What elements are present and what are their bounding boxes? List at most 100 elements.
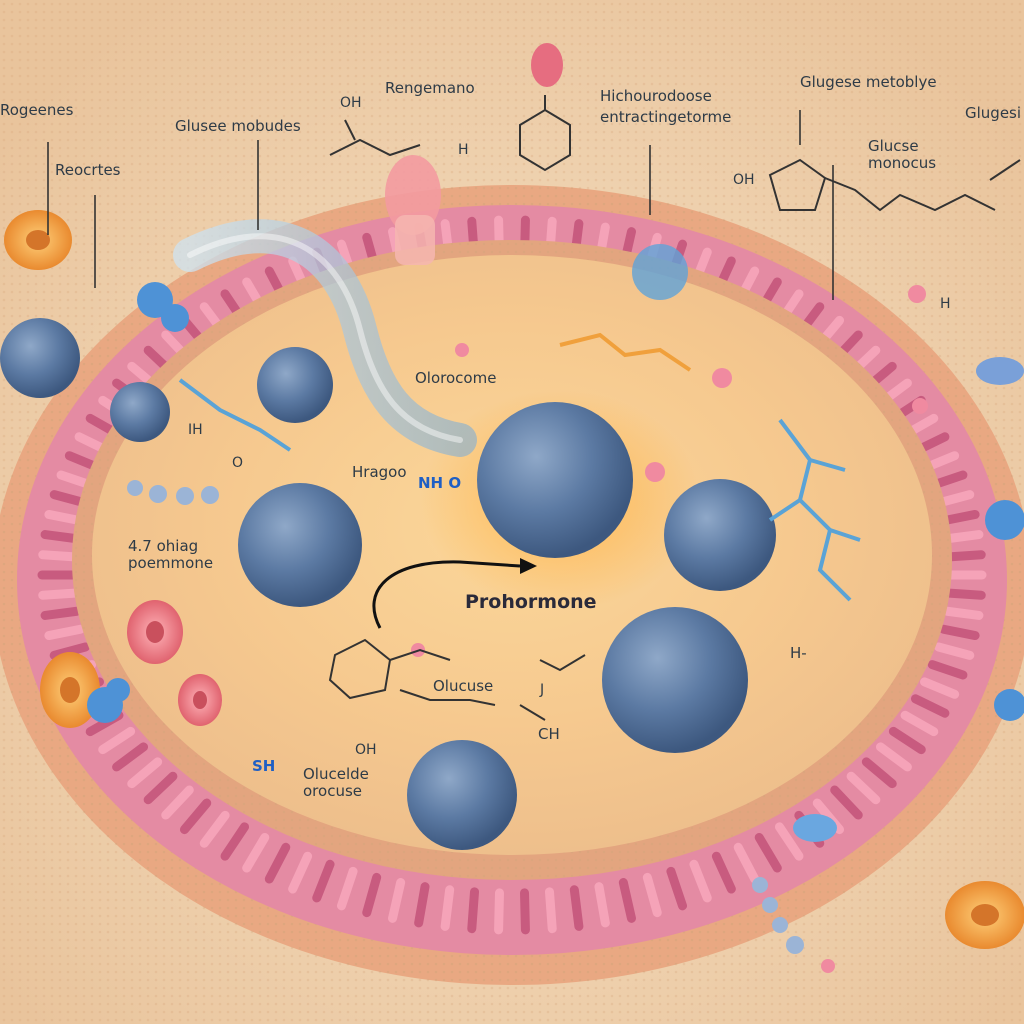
label-rogeenes: Rogeenes [0, 101, 74, 119]
vesicle-right [664, 479, 776, 591]
membrane-fold [179, 798, 212, 835]
membrane-fold [199, 810, 230, 848]
membrane-fold [875, 742, 912, 772]
membrane-fold [242, 833, 270, 873]
membrane-fold [942, 606, 984, 620]
label-h-top: H [458, 142, 469, 158]
label-ch: CH [538, 725, 560, 743]
membrane-fold [689, 859, 712, 903]
membrane-fold [711, 851, 736, 894]
membrane-fold [220, 822, 250, 861]
membrane-fold [939, 624, 980, 641]
label-oh-bottom: OH [355, 742, 377, 758]
membrane-fold [98, 726, 136, 755]
membrane-fold [569, 885, 584, 931]
membrane-fold [112, 742, 149, 772]
membrane-fold [942, 530, 984, 544]
membrane-fold [754, 833, 782, 873]
label-glucse-line2: monocus [868, 154, 937, 172]
membrane-fold [520, 888, 530, 935]
membrane-fold [161, 785, 194, 820]
label-olucelde-line1: Olucelde [303, 765, 369, 783]
label-ih-left: IH [188, 422, 203, 438]
membrane-fold [920, 677, 960, 699]
label-hichourodoose-line2: entractingetorme [600, 108, 732, 126]
label-h-minus: H- [790, 644, 807, 662]
membrane-fold [544, 887, 557, 934]
membrane-fold [774, 822, 804, 861]
label-prohormone: Prohormone [465, 591, 597, 613]
vesicle-bottom [407, 740, 517, 850]
receptor-protein [385, 43, 563, 265]
vesicle-upper-left [257, 347, 333, 423]
vesicle-left [238, 483, 362, 607]
membrane-fold [362, 872, 382, 918]
membrane-fold [38, 588, 80, 600]
membrane-fold [733, 842, 760, 884]
membrane-fold [312, 859, 335, 903]
conversion-arrow [372, 558, 537, 629]
label-hragoo: Hragoo [352, 463, 407, 481]
lower-structure [328, 638, 586, 721]
membrane-fold [944, 550, 986, 562]
label-ochag: 4.7 ohiag poemmone [128, 538, 213, 572]
label-olucuse: Olucuse [433, 677, 494, 695]
vesicles [0, 318, 776, 850]
membrane-fold [49, 642, 90, 660]
orange-chain [559, 332, 692, 372]
membrane-fold [40, 606, 82, 620]
label-glucse-line1: Glucse [868, 137, 919, 155]
label-glugesi: Glugesi [965, 104, 1022, 122]
donut-molecules [4, 210, 1024, 949]
chem-structures [329, 95, 1021, 212]
label-olucelde-line2: orocuse [303, 782, 362, 800]
membrane-fold [40, 530, 82, 544]
protein-clusters [87, 244, 1024, 723]
vesicle-outer-left [110, 382, 170, 442]
membrane-fold [388, 878, 406, 923]
label-oh-right: OH [733, 172, 755, 188]
membrane-fold [143, 771, 178, 805]
small-molecules [411, 285, 928, 973]
membrane-fold [467, 887, 480, 934]
membrane-fold [944, 588, 986, 600]
label-reocrtes: Reocrtes [55, 161, 121, 179]
vesicle-lower-right [602, 607, 748, 753]
membrane-fold [336, 866, 358, 911]
label-sh: SH [252, 757, 276, 775]
membrane-fold [264, 842, 291, 884]
branch-network [178, 378, 861, 602]
membrane-fold [414, 882, 430, 928]
leader-lines [47, 110, 834, 300]
membrane-fold [830, 785, 863, 820]
membrane-fold [910, 694, 950, 718]
label-j-mark: J [540, 682, 545, 698]
label-ochag-line2: poemmone [128, 554, 214, 572]
label-glucse-monocus: Glucse monocus [868, 138, 936, 172]
membrane-fold [927, 660, 968, 680]
vesicle-edge-left [0, 318, 80, 398]
membrane-fold [288, 851, 313, 894]
membrane-fold [861, 757, 897, 789]
membrane-fold [44, 509, 85, 526]
label-olucelde: Olucelde orocuse [303, 766, 369, 800]
label-oh-top: OH [340, 95, 362, 111]
label-glugese-metoblye: Glugese metoblye [800, 73, 937, 91]
bead-chains [127, 480, 804, 954]
membrane-fold [934, 642, 975, 660]
label-glusee-mobudes: Glusee mobudes [175, 117, 301, 135]
label-ochag-line1: 4.7 ohiag [128, 537, 199, 555]
membrane-fold [666, 866, 688, 911]
membrane-fold [440, 885, 455, 931]
transport-tube [173, 219, 477, 457]
central-vesicle [477, 402, 633, 558]
label-o-left: O [232, 455, 244, 471]
membrane-fold [494, 888, 504, 935]
membrane-fold [618, 878, 636, 923]
label-nh-o: NH O [418, 474, 462, 492]
membrane-fold [38, 550, 80, 562]
label-olorocome: Olorocome [415, 369, 497, 387]
membrane-fold [44, 624, 85, 641]
membrane-fold [642, 872, 662, 918]
